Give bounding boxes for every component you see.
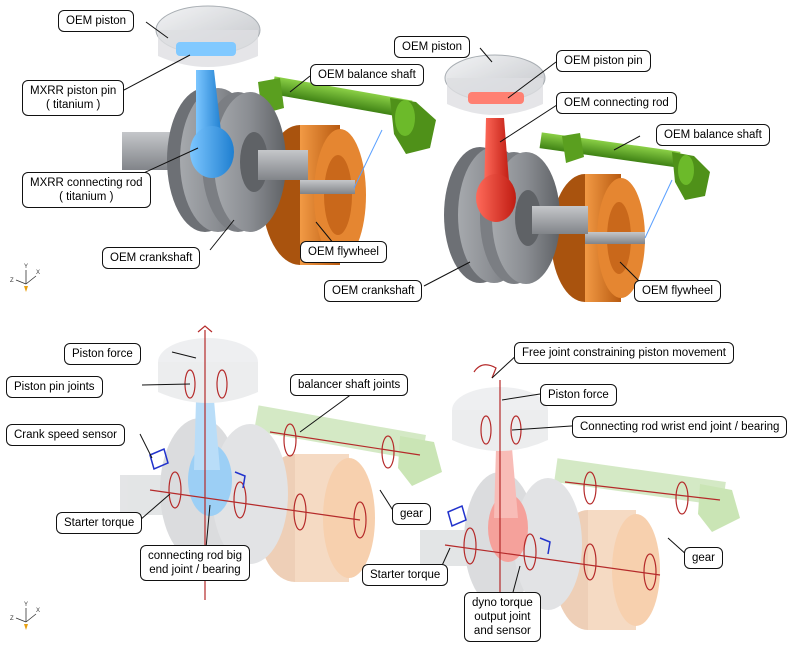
label-dyno-torque-line1: dyno torque <box>472 597 533 609</box>
axis-z-label-top: Z <box>10 278 14 284</box>
label-oem-piston-right: OEM piston <box>394 36 471 58</box>
label-oem-balance-shaft-right: OEM balance shaft <box>656 124 770 146</box>
connecting-rod-oem <box>476 118 516 222</box>
label-crank-speed-sensor: Crank speed sensor <box>6 424 125 446</box>
connecting-rod-titanium <box>190 70 234 178</box>
label-balancer-shaft-joints: balancer shaft joints <box>290 374 409 396</box>
label-oem-crankshaft-right: OEM crankshaft <box>324 280 423 302</box>
label-oem-flywheel-right: OEM flywheel <box>634 280 721 302</box>
label-oem-piston-pin: OEM piston pin <box>556 50 651 72</box>
axis-triad-top: Y X Z <box>10 264 40 292</box>
label-gear-left: gear <box>392 503 432 525</box>
label-mxrr-connecting-rod-line2: ( titanium ) <box>59 191 114 203</box>
label-dyno-torque-line2: output joint <box>474 611 531 623</box>
label-oem-piston-left: OEM piston <box>58 10 135 32</box>
axis-triad-bottom: Y X Z <box>10 602 40 630</box>
label-gear-right: gear <box>684 547 724 569</box>
dyno-sensor-marker <box>447 504 551 555</box>
piston-left <box>155 5 261 67</box>
label-mxrr-connecting-rod-line1: MXRR connecting rod <box>30 177 143 189</box>
label-piston-force-left: Piston force <box>64 343 141 365</box>
piston-right <box>444 54 546 115</box>
crank-speed-sensor-marker <box>149 447 246 489</box>
label-oem-crankshaft-left: OEM crankshaft <box>102 247 201 269</box>
label-starter-torque-left: Starter torque <box>56 512 143 534</box>
top-left-assembly <box>122 5 436 265</box>
axis-z-label-bottom: Z <box>10 616 14 622</box>
label-free-joint: Free joint constraining piston movement <box>514 342 734 364</box>
label-mxrr-piston-pin: MXRR piston pin ( titanium ) <box>22 80 125 116</box>
label-piston-pin-joints: Piston pin joints <box>6 376 103 398</box>
label-dyno-torque: dyno torque output joint and sensor <box>464 592 541 642</box>
axis-y-label-bottom: Y <box>24 602 28 608</box>
label-connecting-rod-big-end-line2: end joint / bearing <box>149 564 241 576</box>
label-mxrr-piston-pin-line1: MXRR piston pin <box>30 85 117 97</box>
axis-x-label-bottom: X <box>36 608 40 614</box>
flywheel-right <box>551 174 645 302</box>
label-wrist-end-joint: Connecting rod wrist end joint / bearing <box>572 416 788 438</box>
label-connecting-rod-big-end-line1: connecting rod big <box>148 550 242 562</box>
balance-shaft-right <box>539 132 710 200</box>
bottom-right-joint-markers <box>444 364 721 640</box>
label-oem-balance-shaft-left: OEM balance shaft <box>310 64 424 86</box>
label-connecting-rod-big-end: connecting rod big end joint / bearing <box>140 545 250 581</box>
bottom-left-assembly <box>120 338 442 582</box>
top-right-assembly <box>353 54 710 302</box>
label-starter-torque-right: Starter torque <box>362 564 449 586</box>
label-dyno-torque-line3: and sensor <box>473 625 531 637</box>
label-oem-flywheel-left: OEM flywheel <box>300 241 387 263</box>
axis-x-label-top: X <box>36 270 40 276</box>
crankshaft-left <box>122 88 308 232</box>
label-piston-force-right: Piston force <box>540 384 617 406</box>
label-mxrr-connecting-rod: MXRR connecting rod ( titanium ) <box>22 172 151 208</box>
label-mxrr-piston-pin-line2: ( titanium ) <box>45 99 101 111</box>
label-oem-connecting-rod: OEM connecting rod <box>556 92 677 114</box>
axis-y-label-top: Y <box>24 264 28 270</box>
